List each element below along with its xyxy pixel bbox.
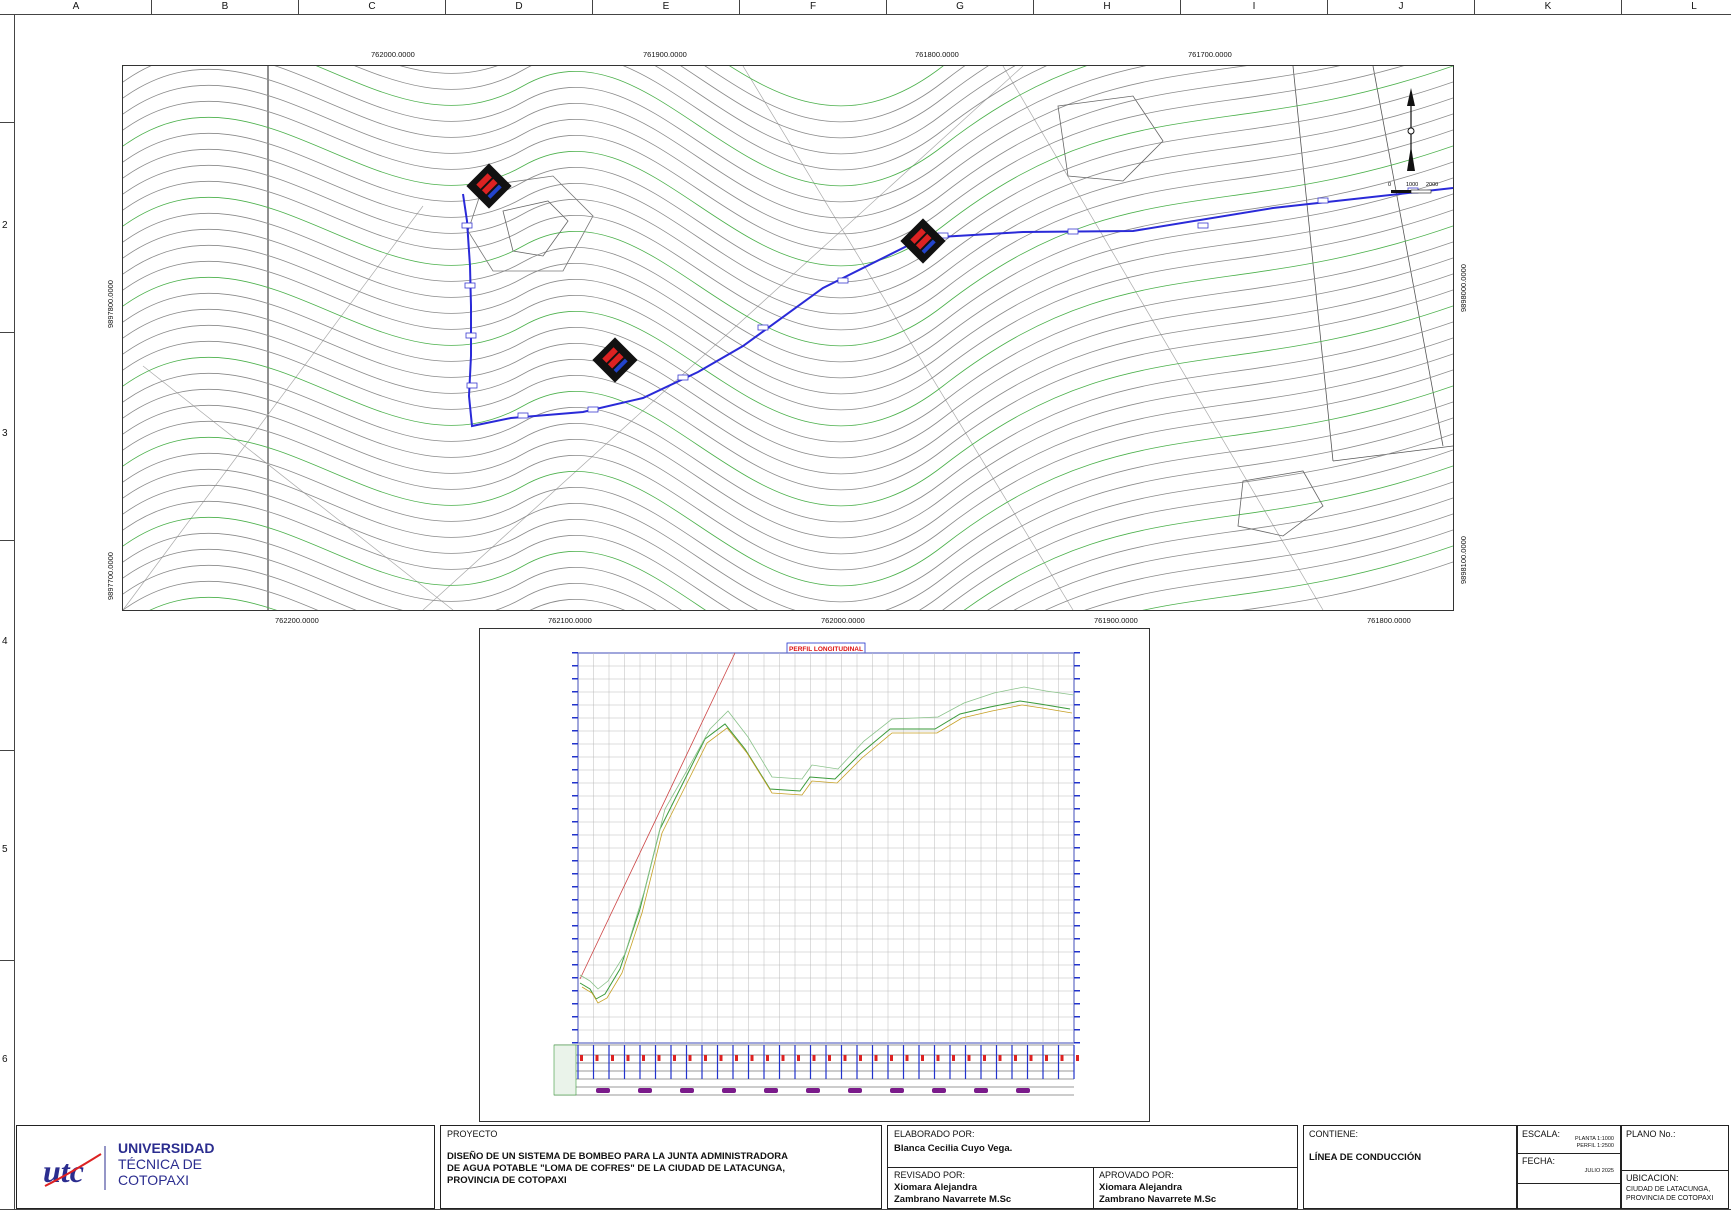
aprobado-line-1: Xiomara Alejandra [1099,1182,1183,1193]
contiene-value: LÍNEA DE CONDUCCIÓN [1309,1152,1422,1163]
map-coord-left-1: 9897800.0000 [106,280,115,328]
row-label-4: 4 [2,636,8,647]
scale-bar: 0 1000 2000 [1388,182,1438,194]
escala-perfil: PERFIL 1:2500 [1576,1143,1614,1149]
escala-fecha-cell: ESCALA: PLANTA 1:1000 PERFIL 1:2500 FECH… [1517,1125,1621,1209]
column-label-c: C [368,1,376,12]
map-coord-bottom-1: 762200.0000 [275,616,319,625]
logo-cell: utc UNIVERSIDAD TÉCNICA DE COTOPAXI [16,1125,435,1209]
pump-station-icon [900,218,946,264]
column-label-a: A [72,1,80,12]
longitudinal-profile-panel: PERFIL LONGITUDINAL [479,628,1150,1122]
profile-drawing: PERFIL LONGITUDINAL [553,642,1080,1096]
column-ruler-bottom [0,1209,1731,1217]
map-coord-top-1: 762000.0000 [371,50,415,59]
pump-station-icon [592,337,638,383]
map-coord-top-4: 761700.0000 [1188,50,1232,59]
fecha-value: JULIO 2025 [1584,1168,1614,1174]
proyecto-line-2: DE AGUA POTABLE "LOMA DE COFRES" DE LA C… [447,1163,785,1174]
column-ruler-top: A B C D E F G H I J K L [0,0,1731,15]
scale-bar-start: 0 [1388,182,1391,188]
column-label-h: H [1103,1,1111,12]
logo-line-3: COTOPAXI [118,1172,190,1188]
column-label-b: B [221,1,229,12]
map-coord-bottom-3: 762000.0000 [821,616,865,625]
column-label-l: L [1691,1,1697,12]
revisado-label: REVISADO POR: [894,1170,966,1180]
escala-label: ESCALA: [1522,1129,1561,1139]
map-coord-top-2: 761900.0000 [643,50,687,59]
contiene-cell: CONTIENE: LÍNEA DE CONDUCCIÓN [1303,1125,1517,1209]
elaborado-label: ELABORADO POR: [894,1129,975,1139]
column-label-g: G [956,1,964,12]
proyecto-line-3: PROVINCIA DE COTOPAXI [447,1175,567,1186]
column-label-e: E [662,1,670,12]
elaborado-value: Blanca Cecilia Cuyo Vega. [894,1143,1013,1154]
proyecto-line-1: DISEÑO DE UN SISTEMA DE BOMBEO PARA LA J… [447,1151,788,1162]
utc-logo-icon: utc [39,1144,109,1192]
aprobado-line-2: Zambrano Navarrete M.Sc [1099,1194,1217,1205]
authors-cell: ELABORADO POR: Blanca Cecilia Cuyo Vega.… [887,1125,1298,1209]
plano-label: PLANO No.: [1626,1129,1676,1139]
logo-line-1: UNIVERSIDAD [118,1140,215,1156]
map-coord-bottom-2: 762100.0000 [548,616,592,625]
fecha-label: FECHA: [1522,1156,1556,1166]
pump-station-icon [466,163,512,209]
row-ruler-left: 2 3 4 5 6 [0,14,15,1209]
row-label-3: 3 [2,428,8,439]
topographic-contours: 0 1000 2000 [123,66,1453,610]
contiene-label: CONTIENE: [1309,1129,1359,1139]
column-label-i: I [1252,1,1256,12]
ubicacion-line-2: PROVINCIA DE COTOPAXI [1626,1195,1714,1202]
revisado-line-1: Xiomara Alejandra [894,1182,978,1193]
ubicacion-line-1: CIUDAD DE LATACUNGA, [1626,1186,1711,1193]
logo-line-2: TÉCNICA DE [118,1156,203,1172]
column-label-k: K [1544,1,1552,12]
scale-bar-mid: 1000 [1406,182,1418,188]
ubicacion-label: UBICACION: [1626,1173,1679,1183]
revisado-line-2: Zambrano Navarrete M.Sc [894,1194,1012,1205]
plano-cell: PLANO No.: UBICACION: CIUDAD DE LATACUNG… [1621,1125,1729,1209]
map-coord-top-3: 761800.0000 [915,50,959,59]
aprobado-label: APROVADO POR: [1099,1170,1174,1180]
map-coord-bottom-5: 761800.0000 [1367,616,1411,625]
row-label-5: 5 [2,844,8,855]
map-coord-right-1: 9898000.0000 [1459,264,1468,312]
scale-bar-end: 2000 [1426,182,1438,188]
map-coord-right-2: 9898100.0000 [1459,536,1468,584]
proyecto-label: PROYECTO [447,1129,498,1139]
row-label-6: 6 [2,1054,8,1065]
plan-view-map: 0 1000 2000 [122,65,1454,611]
column-label-j: J [1398,1,1404,12]
column-label-f: F [809,1,817,12]
profile-title: PERFIL LONGITUDINAL [789,646,863,653]
row-label-2: 2 [2,220,8,231]
proyecto-cell: PROYECTO DISEÑO DE UN SISTEMA DE BOMBEO … [440,1125,882,1209]
map-coord-bottom-4: 761900.0000 [1094,616,1138,625]
north-arrow-icon [1407,88,1415,171]
escala-planta: PLANTA 1:1000 [1574,1136,1614,1142]
column-label-d: D [515,1,523,12]
map-coord-left-2: 9897700.0000 [106,552,115,600]
